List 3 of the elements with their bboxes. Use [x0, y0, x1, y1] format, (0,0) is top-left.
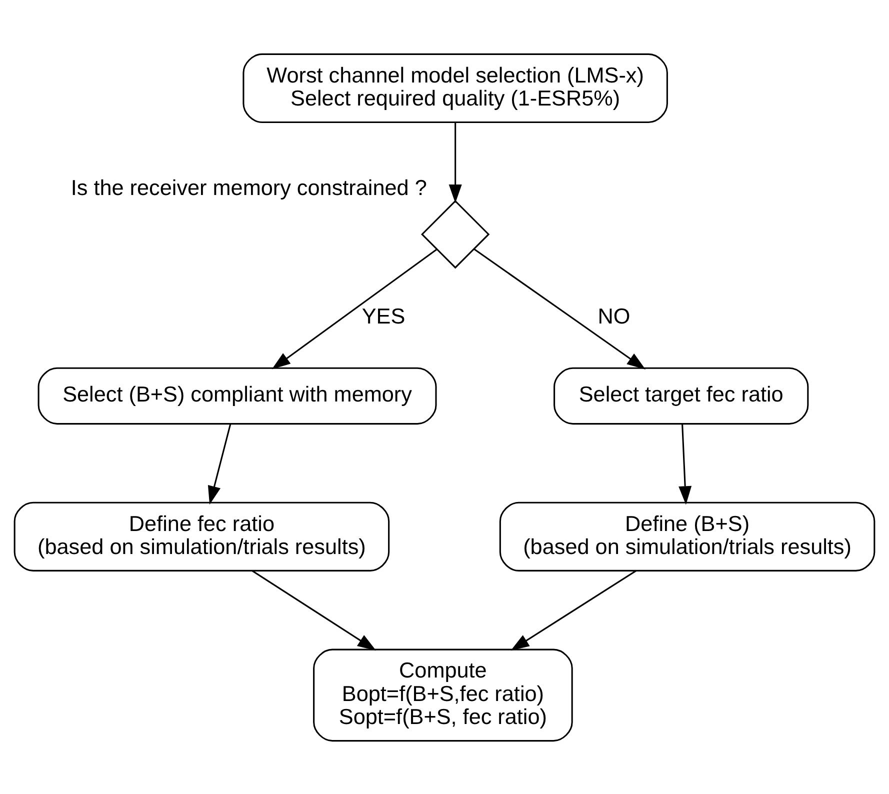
- edge-label: NO: [598, 303, 630, 328]
- edge-label: YES: [362, 303, 406, 328]
- node-label: Is the receiver memory constrained ?: [70, 174, 427, 200]
